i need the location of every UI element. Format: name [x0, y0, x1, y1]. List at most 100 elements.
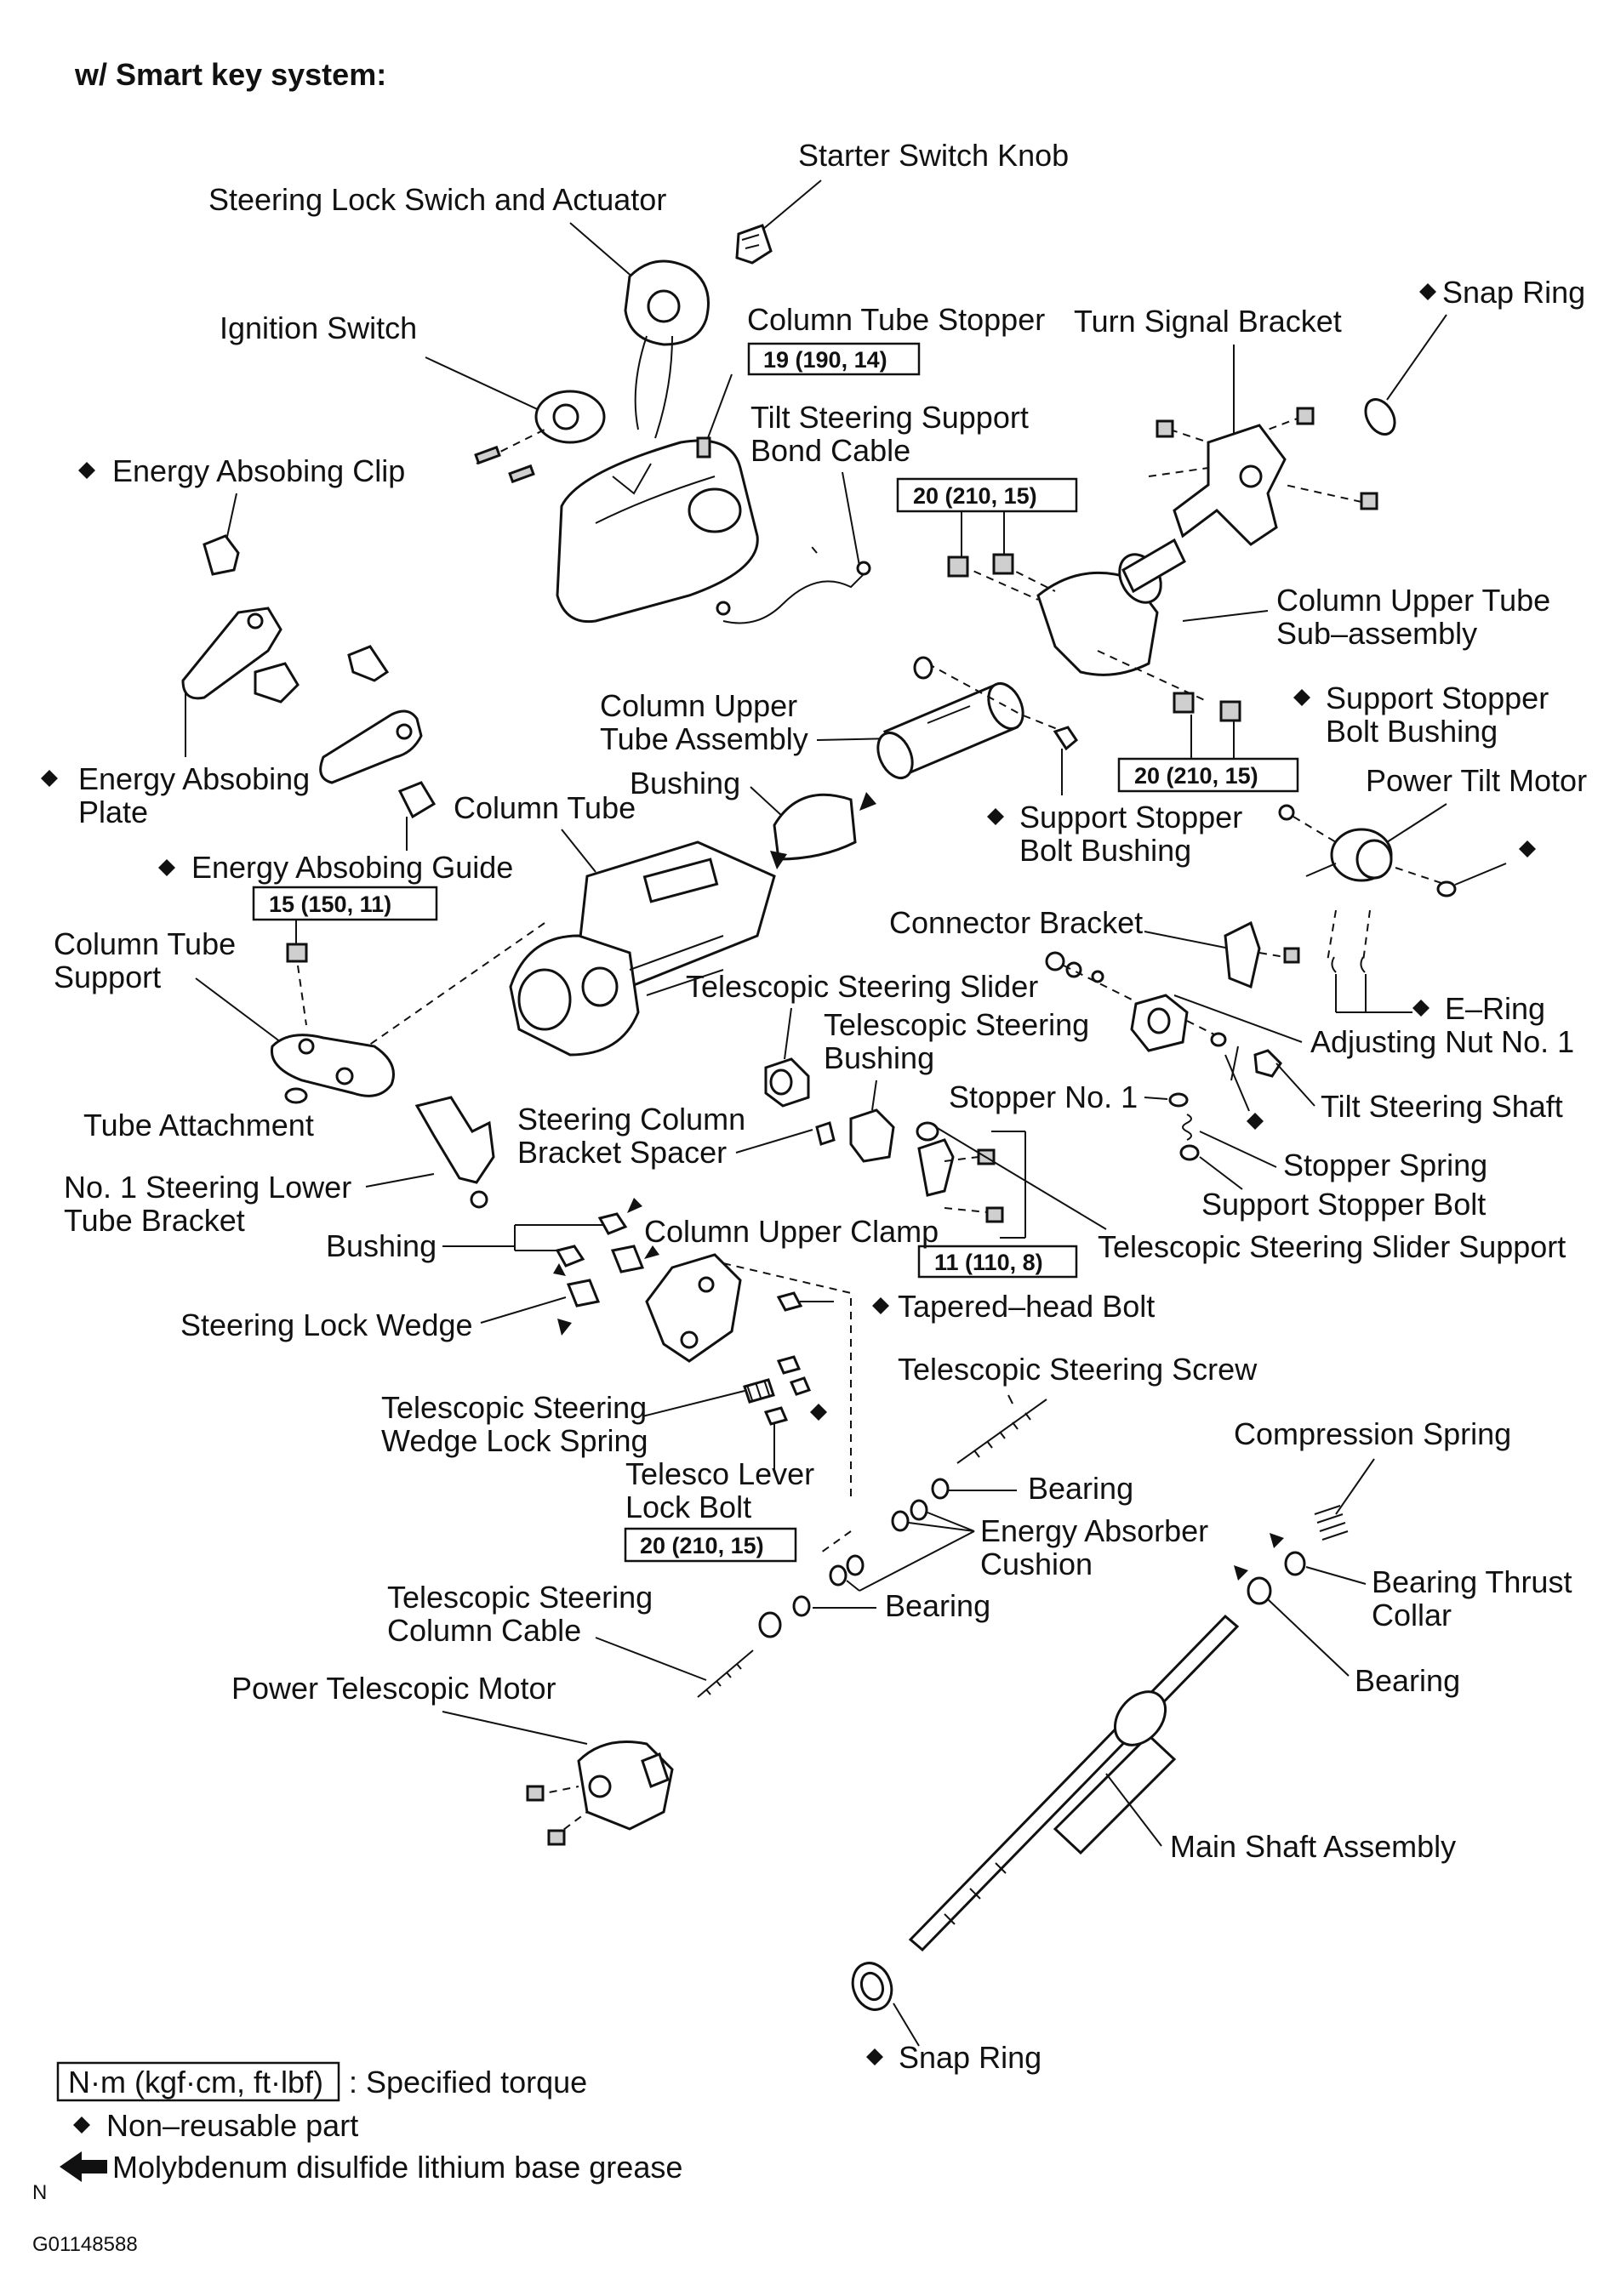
label-stopper-spring: Stopper Spring: [1283, 1148, 1487, 1182]
bearing-2-part: [758, 1595, 811, 1638]
label-ignition-switch: Ignition Switch: [220, 311, 417, 345]
energy-absorbing-clip-part: [203, 534, 240, 576]
label-snap-ring-bottom: Snap Ring: [899, 2040, 1041, 2075]
label-column-tube: Column Tube: [454, 790, 636, 825]
stopper-spring-part: [1179, 1114, 1200, 1161]
label-support-bushing-r-1: Support Stopper: [1326, 681, 1549, 715]
legend: N·m (kgf·cm, ft·lbf) : Specified torque …: [56, 2061, 682, 2185]
power-tilt-motor-part: [1278, 804, 1457, 897]
label-bearing-1: Bearing: [1028, 1471, 1133, 1506]
label-support-stopper-bolt: Support Stopper Bolt: [1201, 1187, 1486, 1222]
column-tube-part: [509, 840, 776, 1057]
lower-bushings-part: [553, 1198, 659, 1336]
label-support-bushing-r-2: Bolt Bushing: [1326, 714, 1498, 749]
label-bushing-upper: Bushing: [630, 766, 740, 800]
steering-lock-actuator-part: [624, 259, 710, 439]
label-starter-switch-knob: Starter Switch Knob: [798, 138, 1069, 173]
label-energy-guide: Energy Absobing Guide: [191, 850, 513, 885]
label-column-tube-support-2: Support: [54, 960, 161, 994]
label-tele-cable-1: Telescopic Steering: [387, 1580, 653, 1615]
upper-tube-bolts: [1173, 692, 1241, 722]
label-telesco-bolt-2: Lock Bolt: [625, 1490, 751, 1524]
label-energy-cushion-1: Energy Absorber: [980, 1513, 1208, 1548]
label-adjusting-nut: Adjusting Nut No. 1: [1310, 1024, 1574, 1059]
torque-t2: 20 (210, 15): [913, 483, 1037, 509]
adjusting-nut-part: [1045, 951, 1282, 1081]
label-column-tube-support-1: Column Tube: [54, 926, 236, 961]
label-snap-ring-top: Snap Ring: [1442, 275, 1585, 310]
diagram-header: w/ Smart key system:: [74, 57, 386, 92]
label-connector-bracket: Connector Bracket: [889, 905, 1143, 940]
label-support-bushing-m-2: Bolt Bushing: [1019, 833, 1191, 868]
label-tube-attachment: Tube Attachment: [83, 1108, 314, 1142]
column-upper-clamp-part: [645, 1253, 852, 1501]
label-compression-spring: Compression Spring: [1234, 1416, 1511, 1451]
power-telescopic-motor-part: [526, 1741, 674, 1846]
column-upper-tube-sub-assembly-part: [947, 538, 1209, 703]
telescopic-screw-part: [956, 1399, 1047, 1464]
energy-absorber-cushion-part: [820, 1499, 928, 1587]
telescopic-slider-part: [764, 1057, 810, 1108]
telescopic-column-cable-part: [697, 1649, 754, 1698]
label-tele-screw: Telescopic Steering Screw: [898, 1352, 1258, 1387]
label-upper-tube-sub-1: Column Upper Tube: [1276, 583, 1550, 618]
lower-tube-bracket-part: [414, 1096, 495, 1209]
label-tele-slider: Telescopic Steering Slider: [686, 969, 1038, 1004]
label-energy-clip: Energy Absobing Clip: [112, 453, 405, 488]
torque-t6: 20 (210, 15): [640, 1533, 764, 1558]
label-stopper-no1: Stopper No. 1: [949, 1080, 1138, 1114]
turn-signal-bracket-part: [1148, 407, 1378, 546]
telescopic-bushing-part: [815, 1108, 895, 1163]
footer-letter: N: [32, 2181, 47, 2204]
label-bearing-2: Bearing: [885, 1588, 990, 1623]
legend-torque-box: N·m (kgf·cm, ft·lbf): [68, 2065, 323, 2099]
torque-t4: 15 (150, 11): [269, 892, 391, 917]
label-tilt-shaft: Tilt Steering Shaft: [1321, 1089, 1563, 1124]
label-steering-lock: Steering Lock Swich and Actuator: [208, 182, 666, 217]
label-wedge-spring-1: Telescopic Steering: [381, 1390, 647, 1425]
label-e-ring: E–Ring: [1445, 991, 1545, 1026]
label-tapered-bolt: Tapered–head Bolt: [898, 1289, 1155, 1324]
label-column-tube-stopper: Column Tube Stopper: [747, 302, 1045, 337]
label-tilt-support-2: Bond Cable: [750, 433, 910, 468]
snap-ring-top-part: [1364, 398, 1396, 436]
column-upper-tube-assembly-part: [876, 656, 1078, 779]
tilt-support-bond-cable-part: [716, 542, 871, 624]
label-bracket-spacer-2: Bracket Spacer: [517, 1135, 727, 1170]
wedge-lock-spring-part: [743, 1355, 827, 1426]
label-tilt-support-1: Tilt Steering Support: [750, 400, 1029, 435]
starter-switch-knob-part: [735, 224, 773, 265]
energy-absorbing-guide-part: [319, 709, 437, 819]
label-main-shaft: Main Shaft Assembly: [1170, 1829, 1456, 1864]
label-upper-tube-assy-2: Tube Assembly: [600, 721, 808, 756]
label-upper-tube-sub-2: Sub–assembly: [1276, 616, 1477, 651]
label-energy-plate-1: Energy Absobing: [78, 761, 310, 796]
label-wedge-spring-2: Wedge Lock Spring: [381, 1423, 648, 1458]
label-bearing-thrust-2: Collar: [1372, 1598, 1452, 1632]
label-turn-signal-bracket: Turn Signal Bracket: [1074, 304, 1342, 339]
footer-code: G01148588: [32, 2233, 138, 2256]
label-bearing-3: Bearing: [1355, 1663, 1460, 1698]
bearing-3-part: [1234, 1565, 1272, 1605]
label-power-tilt-motor: Power Tilt Motor: [1366, 763, 1587, 798]
column-tube-stopper-housing: [556, 439, 759, 624]
label-bracket-spacer-1: Steering Column: [517, 1102, 745, 1137]
connector-bracket-part: [1224, 920, 1300, 989]
snap-ring-bottom-part: [851, 1962, 893, 2011]
slider-support-part: [916, 1121, 1004, 1223]
label-bushing-lower: Bushing: [326, 1228, 437, 1263]
legend-grease: Molybdenum disulfide lithium base grease: [112, 2150, 682, 2185]
main-shaft-assembly-part: [908, 1614, 1240, 1952]
label-bearing-thrust-1: Bearing Thrust: [1372, 1564, 1572, 1599]
torque-t5: 11 (110, 8): [934, 1250, 1043, 1275]
label-tele-cable-2: Column Cable: [387, 1613, 581, 1648]
label-power-tele-motor: Power Telescopic Motor: [231, 1671, 556, 1706]
label-tele-bushing-2: Bushing: [824, 1040, 934, 1075]
ignition-switch-part: [474, 390, 606, 484]
torque-t1: 19 (190, 14): [763, 347, 887, 373]
legend-nonreusable: Non–reusable part: [106, 2108, 358, 2143]
label-upper-tube-assy-1: Column Upper: [600, 688, 797, 723]
label-lower-bracket-2: Tube Bracket: [64, 1203, 245, 1238]
label-slider-support: Telescopic Steering Slider Support: [1098, 1229, 1566, 1264]
